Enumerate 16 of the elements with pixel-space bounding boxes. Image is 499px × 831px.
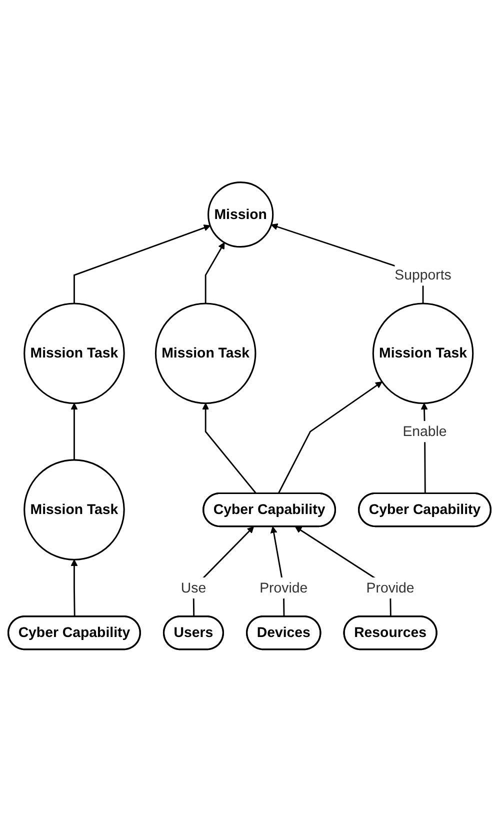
edge-label: Use (180, 579, 206, 596)
arrow (70, 402, 78, 460)
edge-label: Provide (366, 579, 414, 596)
edge-label: Enable (402, 422, 447, 439)
node-circle: Mission Task (24, 302, 125, 404)
node-circle: Mission Task (24, 458, 125, 560)
arrow (70, 558, 78, 616)
edge-label: Supports (394, 266, 452, 282)
arrow (278, 381, 382, 494)
arrow (202, 402, 257, 494)
arrow (204, 242, 225, 304)
edge-label: Provide (260, 579, 308, 596)
node-circle: Mission Task (154, 302, 256, 404)
arrow (74, 224, 211, 304)
node-circle: Mission (208, 181, 274, 248)
node-circle: Mission Task (372, 302, 474, 404)
